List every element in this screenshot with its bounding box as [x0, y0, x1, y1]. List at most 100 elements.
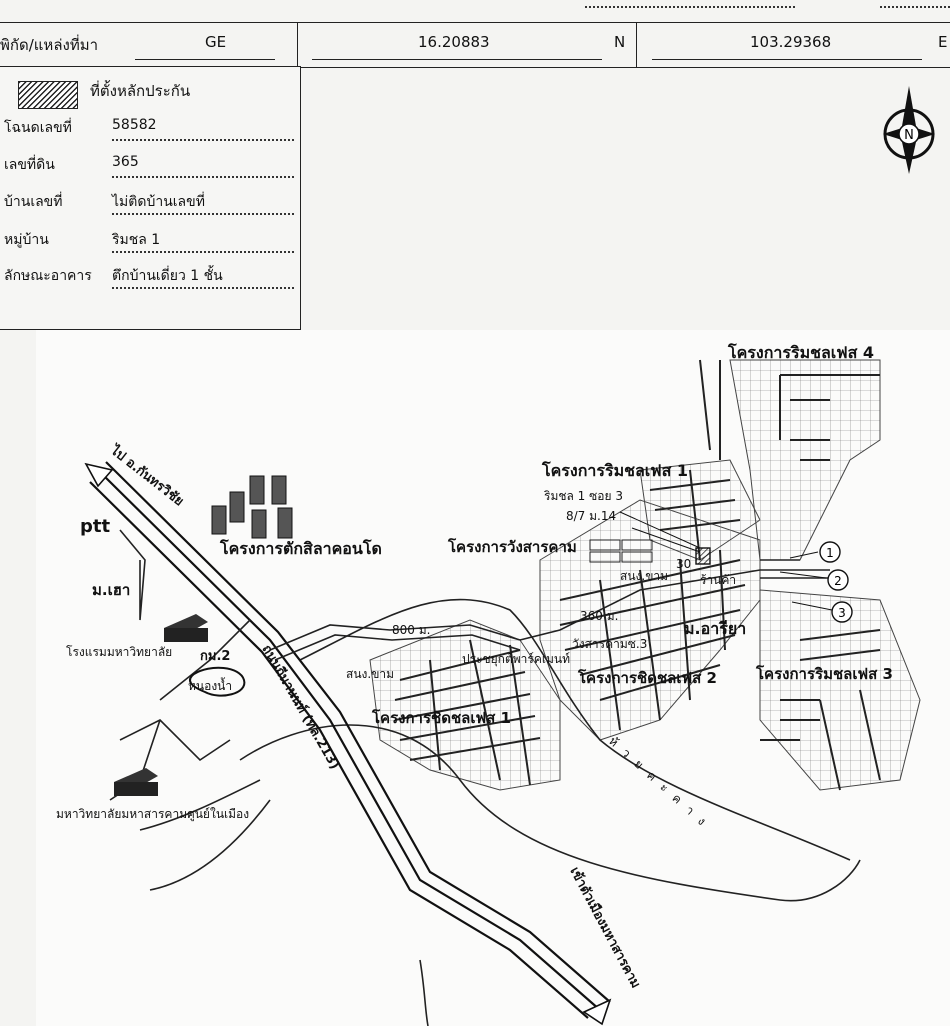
- label-rimchon-3: โครงการริมชลเฟส 3: [755, 664, 893, 683]
- legend-label: ที่ตั้งหลักประกัน: [90, 82, 191, 100]
- field-value: ตึกบ้านเดี่ยว 1 ชั้น: [112, 268, 223, 284]
- label-kodsathorn: ประชยุกต์พาร์คเมนท์: [462, 652, 570, 667]
- label-ptt: ptt: [80, 516, 110, 537]
- hotel-building: [164, 614, 208, 642]
- label-chitchon-1: โครงการชิดชลเฟส 1: [371, 708, 511, 727]
- streets-rimchon-1: [649, 469, 741, 561]
- longitude-dir: E: [938, 33, 948, 51]
- university-building: [114, 768, 158, 796]
- river-west-branch-2: [139, 779, 261, 831]
- road-to-chitchon: [269, 624, 521, 651]
- streets-chitchon-2-cross: [599, 549, 726, 731]
- divider-2: [636, 23, 637, 67]
- house-row: [621, 539, 653, 551]
- road-west-univ: [119, 719, 231, 762]
- label-addr: 8/7 ม.14: [566, 509, 616, 523]
- streets-chitchon-1: [394, 649, 541, 761]
- field-dotted-line: [112, 251, 294, 253]
- marker-3: [831, 601, 853, 623]
- condo-building: [229, 491, 245, 523]
- field-village: หมู่บ้าน ริมชล 1: [4, 223, 294, 253]
- label-university: มหาวิทยาลัยมหาสารคามศูนย์ในเมือง: [56, 807, 249, 822]
- compass-south-needle: [902, 142, 916, 174]
- collateral-location-marker: [695, 547, 711, 565]
- streets-rimchon-4: [779, 374, 880, 461]
- field-label: โฉนดเลขที่: [4, 120, 72, 136]
- marker-1: [819, 541, 841, 563]
- field-dotted-line: [112, 287, 294, 289]
- field-dotted-line: [112, 213, 294, 215]
- field-label: ลักษณะอาคาร: [4, 268, 92, 284]
- label-to-city: เข้าตัวเมืองมหาสารคาม: [566, 864, 643, 991]
- label-sanong-kham: สนง.ขาม: [620, 569, 668, 583]
- latitude-value: 16.20883: [418, 33, 490, 51]
- marker-3-leader: [791, 601, 833, 611]
- arrow-to-kantharawichai: [84, 462, 114, 488]
- field-label: หมู่บ้าน: [4, 232, 49, 248]
- river: [139, 598, 861, 1026]
- field-dotted-line: [112, 176, 294, 178]
- label-condo: โครงการตักสิลาคอนโด: [219, 538, 382, 558]
- condo-building: [211, 505, 227, 535]
- label-soi3: ริมชล 1 ซอย 3: [543, 489, 623, 503]
- marker-1-leader: [789, 551, 819, 559]
- compass-east-needle: [916, 128, 935, 140]
- compass-west-needle: [883, 128, 902, 140]
- street-north-lane: [699, 359, 721, 460]
- road-east-spur: [760, 559, 830, 579]
- label-km2: กม.2: [200, 649, 230, 664]
- condo-building: [251, 509, 267, 539]
- arrow-to-city: [582, 998, 612, 1026]
- house-row: [621, 551, 653, 563]
- compass-center: [898, 123, 920, 145]
- divider-1: [297, 23, 298, 67]
- field-value: ไม่ติดบ้านเลขที่: [112, 194, 205, 210]
- label-hotel: โรงแรมมหาวิทยาลัย: [66, 645, 172, 659]
- house-row: [589, 551, 621, 563]
- label-dist800: 800 ม.: [392, 623, 430, 637]
- area-chitchon-1: [369, 619, 561, 791]
- label-wang-soi3: วังสารคามซ.3: [572, 637, 647, 651]
- coordinate-row: พิกัด/แหล่งที่มา GE 16.20883 N 103.29368…: [0, 22, 950, 68]
- road-to-chitchon-b: [274, 634, 521, 661]
- condo-building: [271, 475, 287, 505]
- label-pond: หนองน้ำ: [188, 677, 232, 693]
- field-building-type: ลักษณะอาคาร ตึกบ้านเดี่ยว 1 ชั้น: [4, 259, 294, 289]
- stream-south: [419, 959, 429, 1026]
- river-bank-north: [299, 598, 851, 861]
- marker-3-label: 3: [838, 606, 846, 620]
- field-value: ริมชล 1: [112, 232, 161, 248]
- collateral-hatch-swatch: [18, 81, 78, 109]
- river-bank-south: [239, 724, 861, 902]
- condo-building: [249, 475, 265, 505]
- marker-2-label: 2: [834, 574, 842, 588]
- longitude-value: 103.29368: [750, 33, 832, 51]
- pond: [189, 666, 246, 697]
- leader-addr: [631, 527, 701, 553]
- field-land-number: เลขที่ดิน 365: [4, 148, 294, 178]
- road-east: [519, 569, 830, 641]
- highway-line-c: [105, 461, 611, 1003]
- top-dotted-line-2: [880, 6, 950, 8]
- label-rimchon-4: โครงการริมชลเฟส 4: [727, 342, 874, 362]
- latitude-underline: [312, 59, 602, 60]
- label-wang-sarakham: โครงการวังสารคาม: [447, 537, 577, 556]
- condo-building: [277, 507, 293, 539]
- house-row: [589, 539, 621, 551]
- source-underline: [135, 59, 275, 60]
- hotel-body: [164, 628, 208, 642]
- field-value: 58582: [112, 117, 157, 133]
- field-deed-number: โฉนดเลขที่ 58582: [4, 111, 294, 141]
- highway-line-a: [97, 469, 601, 1011]
- label-dist360: 360 ม.: [580, 609, 618, 623]
- top-dotted-line-1: [585, 6, 795, 8]
- numbered-markers: 1 2 3: [779, 541, 853, 623]
- streets-chitchon-2: [559, 559, 746, 701]
- streets-rimchon-3-cross: [819, 689, 881, 791]
- road-west-1: [119, 529, 146, 621]
- compass-rose: N: [883, 86, 935, 174]
- label-mo-ariya: ม.อารียา: [684, 619, 746, 638]
- property-info-box: ที่ตั้งหลักประกัน โฉนดเลขที่ 58582 เลขที…: [0, 66, 301, 330]
- label-shop: ร้านค้า: [700, 573, 736, 587]
- latitude-dir: N: [614, 33, 626, 51]
